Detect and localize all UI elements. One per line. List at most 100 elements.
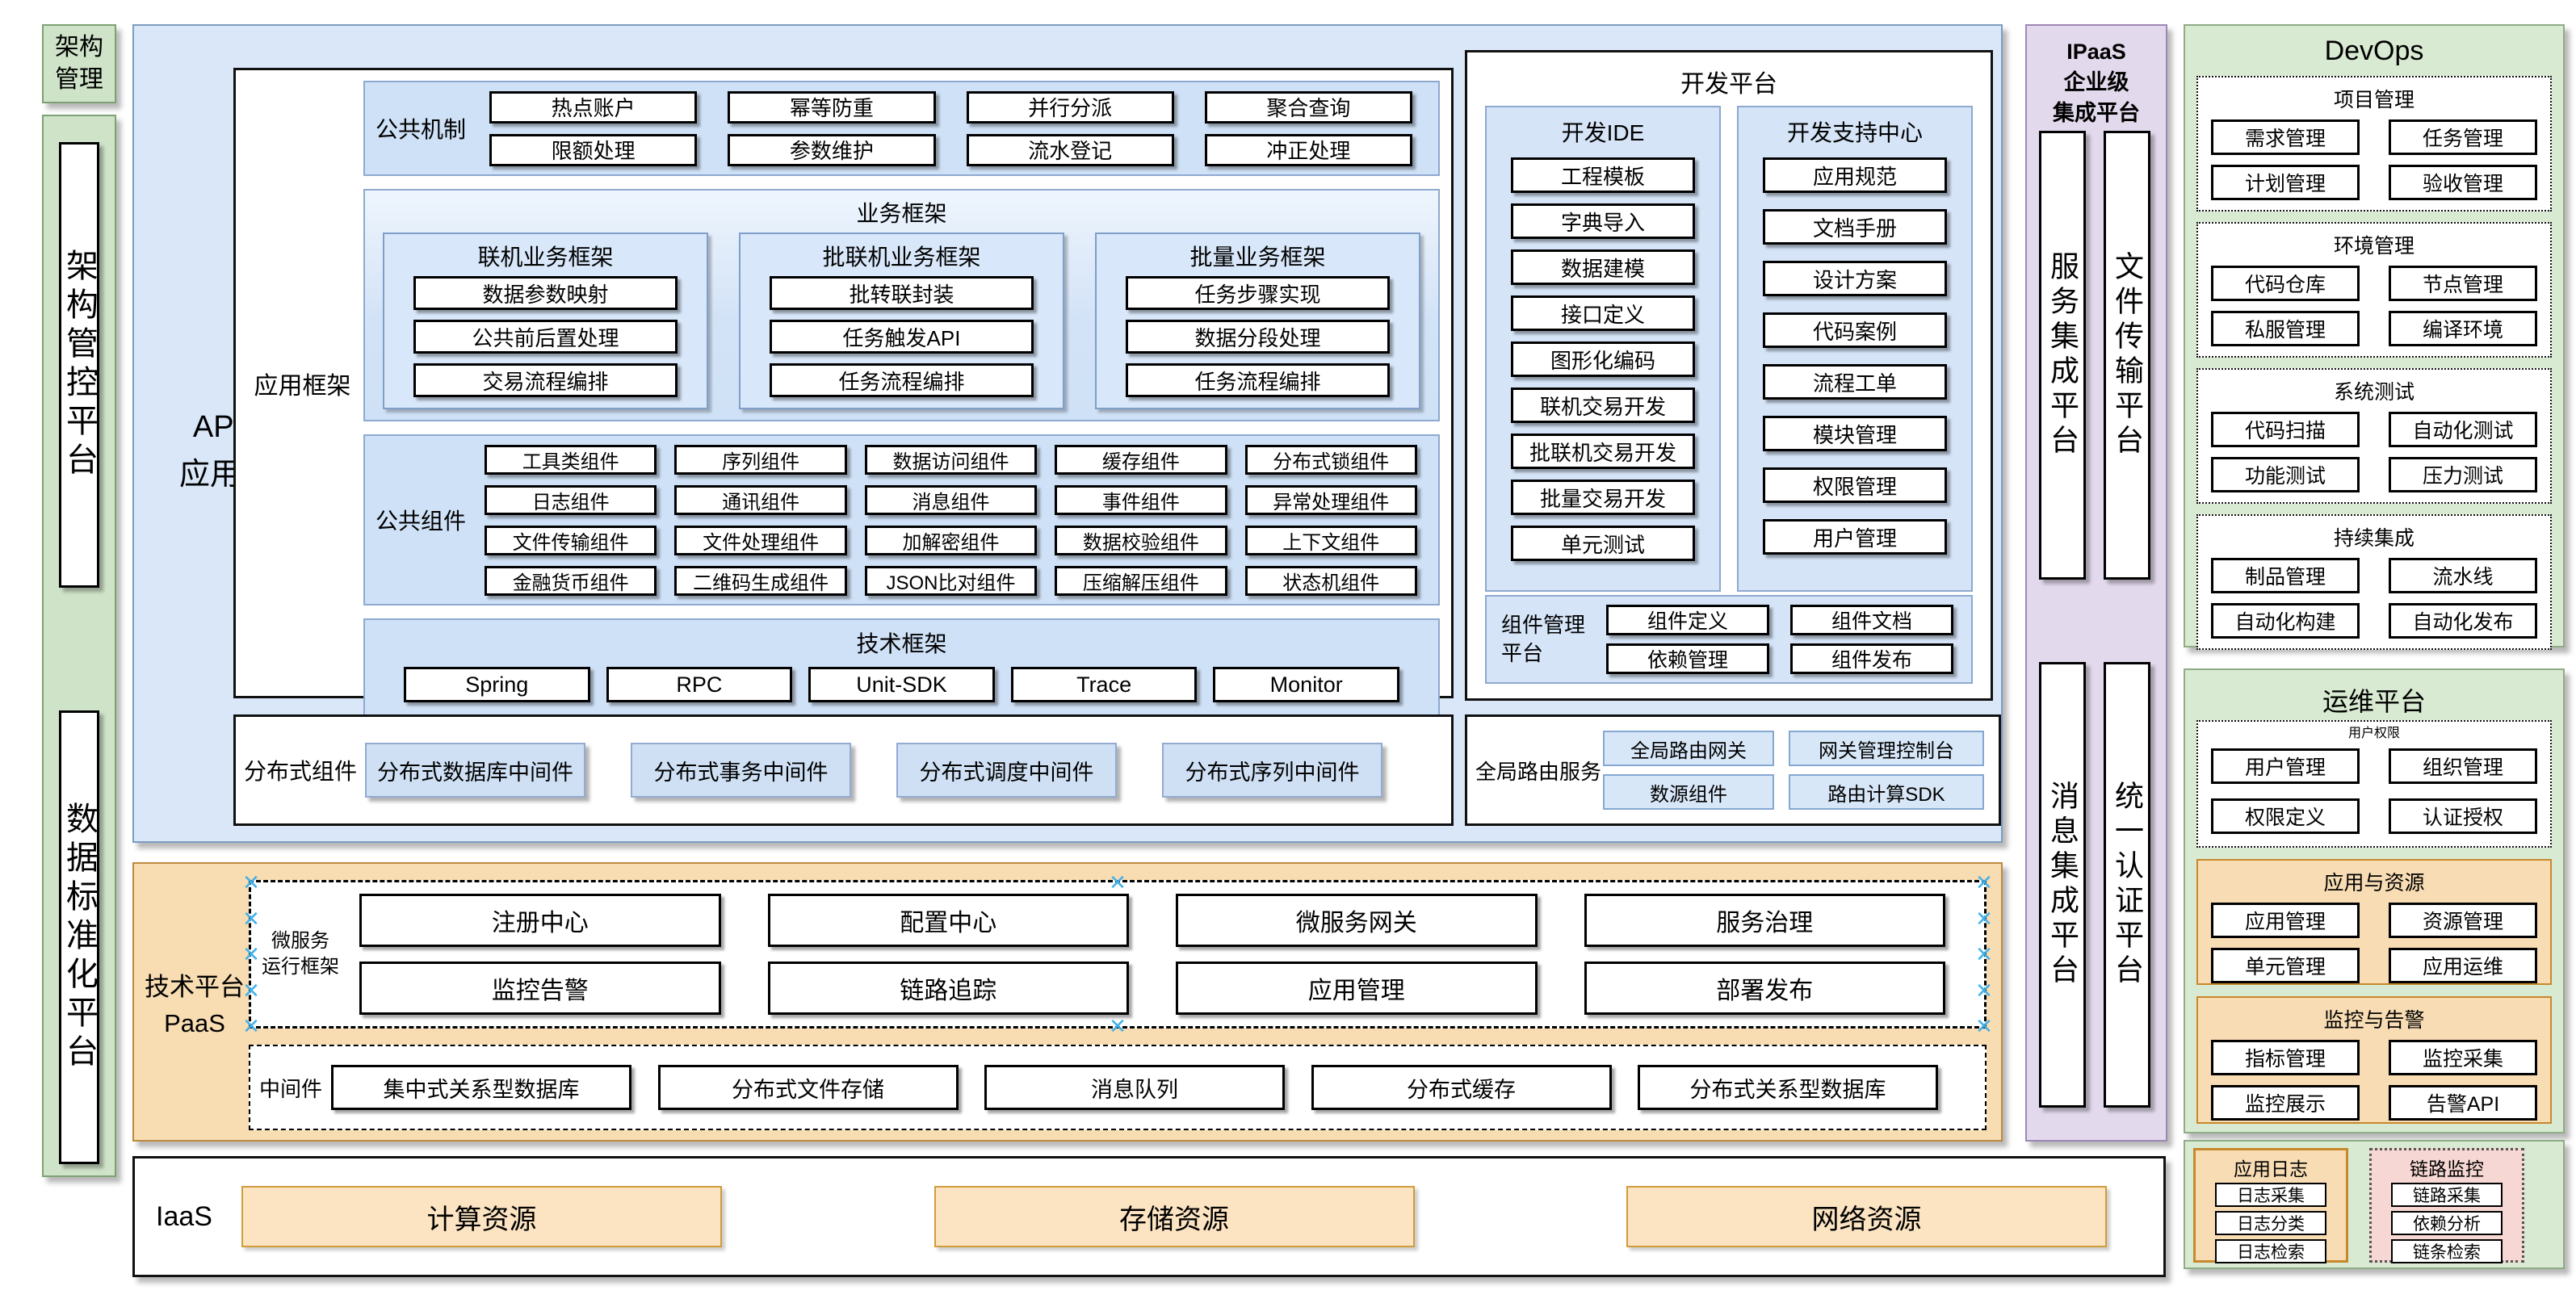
diagram-shape[interactable]: 状态机组件 [1244,565,1417,596]
diagram-shape[interactable]: 路由计算SDK [1789,774,1984,810]
diagram-shape[interactable]: 告警API [2389,1085,2537,1121]
selection-handle-icon[interactable]: ✕ [242,978,260,1003]
diagram-shape[interactable]: 数据建模 [1511,249,1695,285]
diagram-shape[interactable]: 模块管理 [1763,416,1947,451]
diagram-shape[interactable]: 单元管理 [2211,948,2360,983]
diagram-shape[interactable]: 数据参数映射 [413,276,678,310]
diagram-shape[interactable]: 网关管理控制台 [1789,731,1984,766]
diagram-shape[interactable]: 上下文组件 [1244,525,1417,555]
diagram-shape[interactable]: 通讯组件 [674,484,847,515]
diagram-shape[interactable]: 验收管理 [2389,165,2537,200]
diagram-shape[interactable]: 链条检索 [2391,1239,2503,1263]
diagram-shape[interactable]: 流水线 [2389,558,2537,593]
selection-handle-icon[interactable]: ✕ [242,942,260,966]
diagram-shape[interactable]: 认证授权 [2389,798,2537,834]
diagram-shape[interactable]: 应用规范 [1763,157,1947,193]
diagram-shape[interactable]: 批联机交易开发 [1511,434,1695,469]
selection-handle-icon[interactable]: ✕ [1975,1014,1993,1038]
diagram-shape[interactable]: 任务触发API [770,320,1034,354]
diagram-shape[interactable]: 金融货币组件 [485,565,657,596]
diagram-shape[interactable]: 组件定义 [1606,605,1769,635]
diagram-shape[interactable]: 用户管理 [2211,748,2360,784]
selection-handle-icon[interactable]: ✕ [1975,942,1993,966]
diagram-shape[interactable]: 权限定义 [2211,798,2360,834]
file-transfer-platform-box[interactable]: 文件传输平台 [2104,131,2150,580]
diagram-shape[interactable]: 分布式缓存 [1311,1065,1612,1110]
diagram-shape[interactable]: 自动化构建 [2211,603,2360,639]
diagram-shape[interactable]: 热点账户 [489,90,698,124]
diagram-shape[interactable]: RPC [606,667,793,702]
microservice-runtime-framework-box[interactable]: 微服务运行框架 注册中心配置中心微服务网关服务治理监控告警链路追踪应用管理部署发… [242,872,1993,1037]
diagram-shape[interactable]: 日志采集 [2215,1183,2326,1207]
diagram-shape[interactable]: 应用运维 [2389,948,2537,983]
selection-handle-icon[interactable]: ✕ [1109,870,1126,895]
diagram-shape[interactable]: 资源管理 [2389,903,2537,938]
diagram-shape[interactable]: 字典导入 [1511,203,1695,239]
diagram-shape[interactable]: 注册中心 [359,894,721,947]
diagram-shape[interactable]: 分布式事务中间件 [631,743,851,798]
diagram-shape[interactable]: 压力测试 [2389,457,2537,492]
diagram-shape[interactable]: 配置中心 [767,894,1129,947]
diagram-shape[interactable]: 编译环境 [2389,311,2537,346]
diagram-shape[interactable]: 分布式关系型数据库 [1638,1065,1938,1110]
diagram-shape[interactable]: 联机交易开发 [1511,388,1695,423]
diagram-shape[interactable]: 依赖分析 [2391,1211,2503,1235]
diagram-shape[interactable]: 分布式锁组件 [1244,444,1417,475]
diagram-shape[interactable]: 组件发布 [1790,643,1953,674]
diagram-shape[interactable]: 任务管理 [2389,119,2537,155]
diagram-shape[interactable]: 工程模板 [1511,157,1695,193]
architecture-management-box[interactable]: 架构管理 [42,24,116,103]
diagram-shape[interactable]: 日志组件 [485,484,657,515]
diagram-shape[interactable]: 压缩解压组件 [1055,565,1227,596]
diagram-shape[interactable]: 代码仓库 [2211,266,2360,301]
diagram-shape[interactable]: 文件处理组件 [674,525,847,555]
selection-handle-icon[interactable]: ✕ [1975,978,1993,1003]
diagram-shape[interactable]: 单元测试 [1511,526,1695,561]
selection-handle-icon[interactable]: ✕ [1109,1014,1126,1038]
diagram-shape[interactable]: 并行分派 [966,90,1174,124]
diagram-shape[interactable]: 用户管理 [1763,519,1947,555]
selection-handle-icon[interactable]: ✕ [242,906,260,931]
diagram-shape[interactable]: 需求管理 [2211,119,2360,155]
diagram-shape[interactable]: 自动化发布 [2389,603,2537,639]
diagram-shape[interactable]: 事件组件 [1055,484,1227,515]
diagram-shape[interactable]: 接口定义 [1511,295,1695,331]
diagram-shape[interactable]: 指标管理 [2211,1040,2360,1075]
diagram-shape[interactable]: 图形化编码 [1511,341,1695,377]
diagram-shape[interactable]: 数据校验组件 [1055,525,1227,555]
diagram-shape[interactable]: 应用管理 [2211,903,2360,938]
diagram-shape[interactable]: 计算资源 [241,1186,722,1247]
diagram-shape[interactable]: Unit-SDK [808,667,995,702]
diagram-shape[interactable]: 分布式文件存储 [657,1065,959,1110]
selection-handle-icon[interactable]: ✕ [1975,906,1993,931]
diagram-shape[interactable]: 网络资源 [1626,1186,2107,1247]
selection-handle-icon[interactable]: ✕ [1975,870,1993,895]
diagram-shape[interactable]: 二维码生成组件 [674,565,847,596]
diagram-shape[interactable]: 序列组件 [674,444,847,475]
diagram-shape[interactable]: 设计方案 [1763,261,1947,296]
diagram-shape[interactable]: 分布式序列中间件 [1162,743,1382,798]
diagram-shape[interactable]: 异常处理组件 [1244,484,1417,515]
unified-auth-platform-box[interactable]: 统一认证平台 [2104,662,2150,1108]
diagram-shape[interactable]: 部署发布 [1584,962,1945,1015]
diagram-shape[interactable]: 交易流程编排 [413,363,678,397]
diagram-shape[interactable]: 依赖管理 [1606,643,1769,674]
diagram-shape[interactable]: 日志分类 [2215,1211,2326,1235]
diagram-shape[interactable]: 数据访问组件 [864,444,1038,475]
diagram-shape[interactable]: 计划管理 [2211,165,2360,200]
diagram-shape[interactable]: 数据分段处理 [1126,320,1390,354]
diagram-shape[interactable]: 消息组件 [864,484,1038,515]
diagram-shape[interactable]: 分布式数据库中间件 [365,743,585,798]
architecture-governance-platform-box[interactable]: 架构管控平台 [59,142,99,588]
diagram-shape[interactable]: 节点管理 [2389,266,2537,301]
diagram-shape[interactable]: JSON比对组件 [864,565,1038,596]
diagram-shape[interactable]: Spring [404,667,590,702]
diagram-shape[interactable]: 流水登记 [966,133,1174,166]
diagram-shape[interactable]: 加解密组件 [864,525,1038,555]
service-integration-platform-box[interactable]: 服务集成平台 [2039,131,2086,580]
selection-handle-icon[interactable]: ✕ [242,1014,260,1038]
diagram-shape[interactable]: Monitor [1213,667,1399,702]
message-integration-platform-box[interactable]: 消息集成平台 [2039,662,2086,1108]
diagram-shape[interactable]: 公共前后置处理 [413,320,678,354]
diagram-shape[interactable]: 监控告警 [359,962,721,1015]
